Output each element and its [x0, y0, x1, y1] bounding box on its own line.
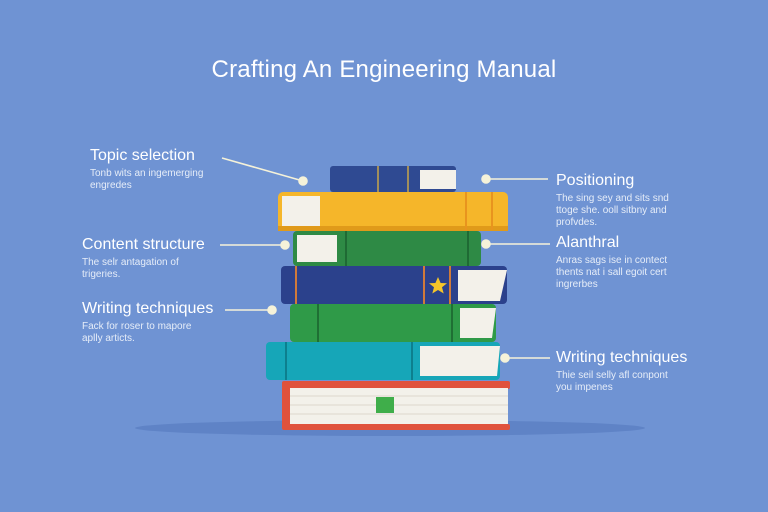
label-description: Anras sags ise in contect thents nat i s… — [556, 255, 668, 290]
connector-dot — [298, 176, 308, 186]
connector-dot — [481, 174, 491, 184]
label-writing-techniques-right: Writing techniques Thie seil selly afl c… — [556, 348, 756, 394]
connector-lines — [220, 157, 550, 363]
label-content-structure: Content structure The selr antagation of… — [82, 235, 292, 281]
label-positioning: Positioning The sing sey and sits snd tt… — [556, 171, 756, 229]
book-navy — [281, 266, 507, 304]
label-heading: Content structure — [82, 236, 205, 253]
connector-dot — [267, 305, 277, 315]
label-description: Tonb wits an ingemerging engredes — [90, 168, 204, 191]
book-red-bottom — [282, 381, 510, 430]
label-heading: Positioning — [556, 172, 635, 189]
label-heading: Topic selection — [90, 147, 195, 164]
label-description: The sing sey and sits snd ttoge she. ool… — [556, 193, 669, 228]
label-description: The selr antagation of trigeries. — [82, 257, 179, 280]
connector-dot — [500, 353, 510, 363]
label-alanthral: Alanthral Anras sags ise in contect then… — [556, 233, 756, 291]
connector-topic — [221, 157, 304, 182]
connector-dot — [481, 239, 491, 249]
label-topic-selection: Topic selection Tonb wits an ingemerging… — [90, 146, 300, 192]
book-yellow — [278, 192, 508, 231]
book-green — [293, 231, 481, 266]
book-green-2 — [290, 304, 496, 342]
book-navy-top — [330, 166, 456, 192]
star-icon — [429, 277, 447, 294]
label-description: Thie seil selly afl conpont you impenes — [556, 370, 668, 393]
label-heading: Writing techniques — [556, 349, 688, 366]
label-description: Fack for roser to mapore aplly articts. — [82, 321, 192, 344]
page-title: Crafting An Engineering Manual — [211, 56, 557, 83]
book-teal — [266, 342, 500, 380]
label-writing-techniques: Writing techniques Fack for roser to map… — [82, 299, 292, 345]
bookmark-icon — [376, 397, 394, 413]
connector-dot — [280, 240, 290, 250]
label-heading: Alanthral — [556, 234, 620, 251]
label-heading: Writing techniques — [82, 300, 214, 317]
